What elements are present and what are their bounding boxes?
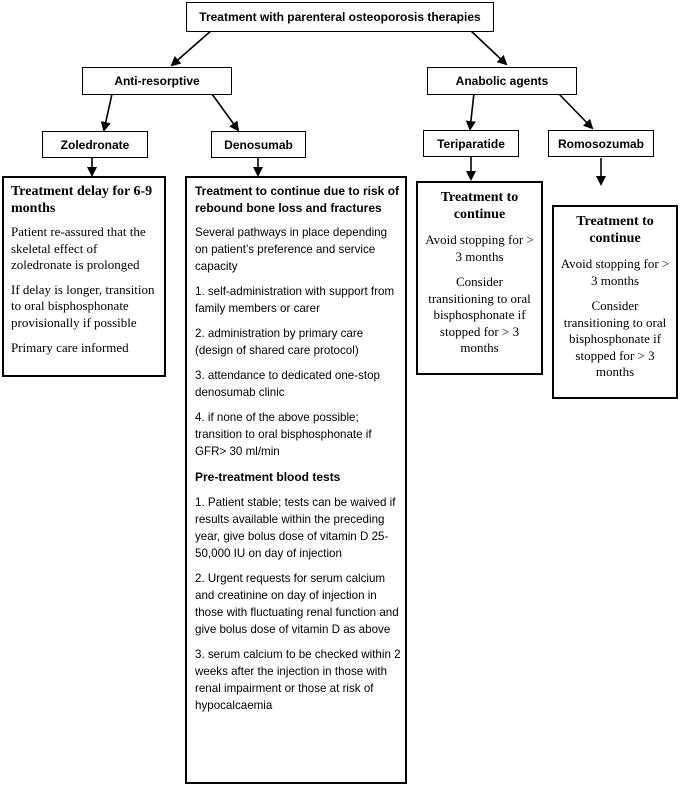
teriparatide-label: Teriparatide	[437, 137, 505, 151]
denosumab-option-2: 2. administration by primary care (desig…	[195, 327, 364, 357]
romosozumab-detail-box: Treatment to continue Avoid stopping for…	[552, 205, 678, 399]
arrow-antiresorptive-to-denosumab	[211, 93, 240, 132]
arrow-antiresorptive-to-zoledronate	[100, 93, 113, 132]
anabolic-box: Anabolic agents	[427, 67, 577, 95]
teriparatide-detail-p2: Consider transitioning to oral bisphosph…	[428, 274, 531, 355]
romosozumab-detail-heading: Treatment to continue	[576, 214, 654, 246]
denosumab-detail-intro: Several pathways in place depending on p…	[195, 226, 388, 273]
denosumab-option-3: 3. attendance to dedicated one-stop deno…	[195, 369, 380, 399]
teriparatide-detail-heading: Treatment to continue	[440, 190, 519, 222]
arrow-title-to-anabolic	[469, 29, 508, 66]
blood-test-1: 1. Patient stable; tests can be waived i…	[195, 496, 396, 560]
zoledronate-detail-p3: Primary care informed	[11, 340, 129, 355]
denosumab-label: Denosumab	[224, 138, 293, 152]
romosozumab-detail-p2: Consider transitioning to oral bisphosph…	[563, 298, 667, 379]
romosozumab-box: Romosozumab	[548, 130, 654, 157]
arrow-anabolic-to-teriparatide	[465, 92, 476, 131]
teriparatide-detail-p1: Avoid stopping for > 3 months	[425, 232, 534, 264]
zoledronate-label: Zoledronate	[60, 138, 130, 152]
denosumab-option-4: 4. if none of the above possible; transi…	[195, 411, 372, 458]
teriparatide-detail-box: Treatment to continue Avoid stopping for…	[416, 181, 543, 375]
antiresorptive-label: Anti-resorptive	[114, 74, 200, 88]
zoledronate-detail-p2: If delay is longer, transition to oral b…	[11, 281, 155, 330]
denosumab-detail-heading: Treatment to continue due to risk of reb…	[195, 184, 400, 215]
diagram-title: Treatment with parenteral osteoporosis t…	[199, 10, 481, 24]
zoledronate-detail-box: Treatment delay for 6-9 months Patient r…	[2, 176, 166, 377]
zoledronate-detail-heading: Treatment delay for 6-9 months	[11, 184, 153, 216]
zoledronate-detail-p1: Patient re-assured that the skeletal eff…	[11, 224, 146, 272]
title-box: Treatment with parenteral osteoporosis t…	[186, 2, 494, 32]
blood-tests-heading: Pre-treatment blood tests	[195, 470, 341, 484]
denosumab-detail-box: Treatment to continue due to risk of reb…	[185, 176, 407, 784]
arrow-anabolic-to-romosozumab	[557, 92, 594, 130]
romosozumab-detail-p1: Avoid stopping for > 3 months	[560, 256, 670, 288]
zoledronate-box: Zoledronate	[42, 131, 148, 158]
blood-test-2: 2. Urgent requests for serum calcium and…	[195, 572, 399, 636]
antiresorptive-box: Anti-resorptive	[82, 67, 232, 95]
romosozumab-label: Romosozumab	[557, 137, 644, 151]
blood-test-3: 3. serum calcium to be checked within 2 …	[195, 648, 401, 712]
denosumab-option-1: 1. self-administration with support from…	[195, 285, 395, 315]
arrow-title-to-antiresorptive	[170, 29, 213, 67]
teriparatide-box: Teriparatide	[423, 130, 519, 157]
denosumab-box: Denosumab	[211, 131, 306, 158]
anabolic-label: Anabolic agents	[455, 74, 549, 88]
